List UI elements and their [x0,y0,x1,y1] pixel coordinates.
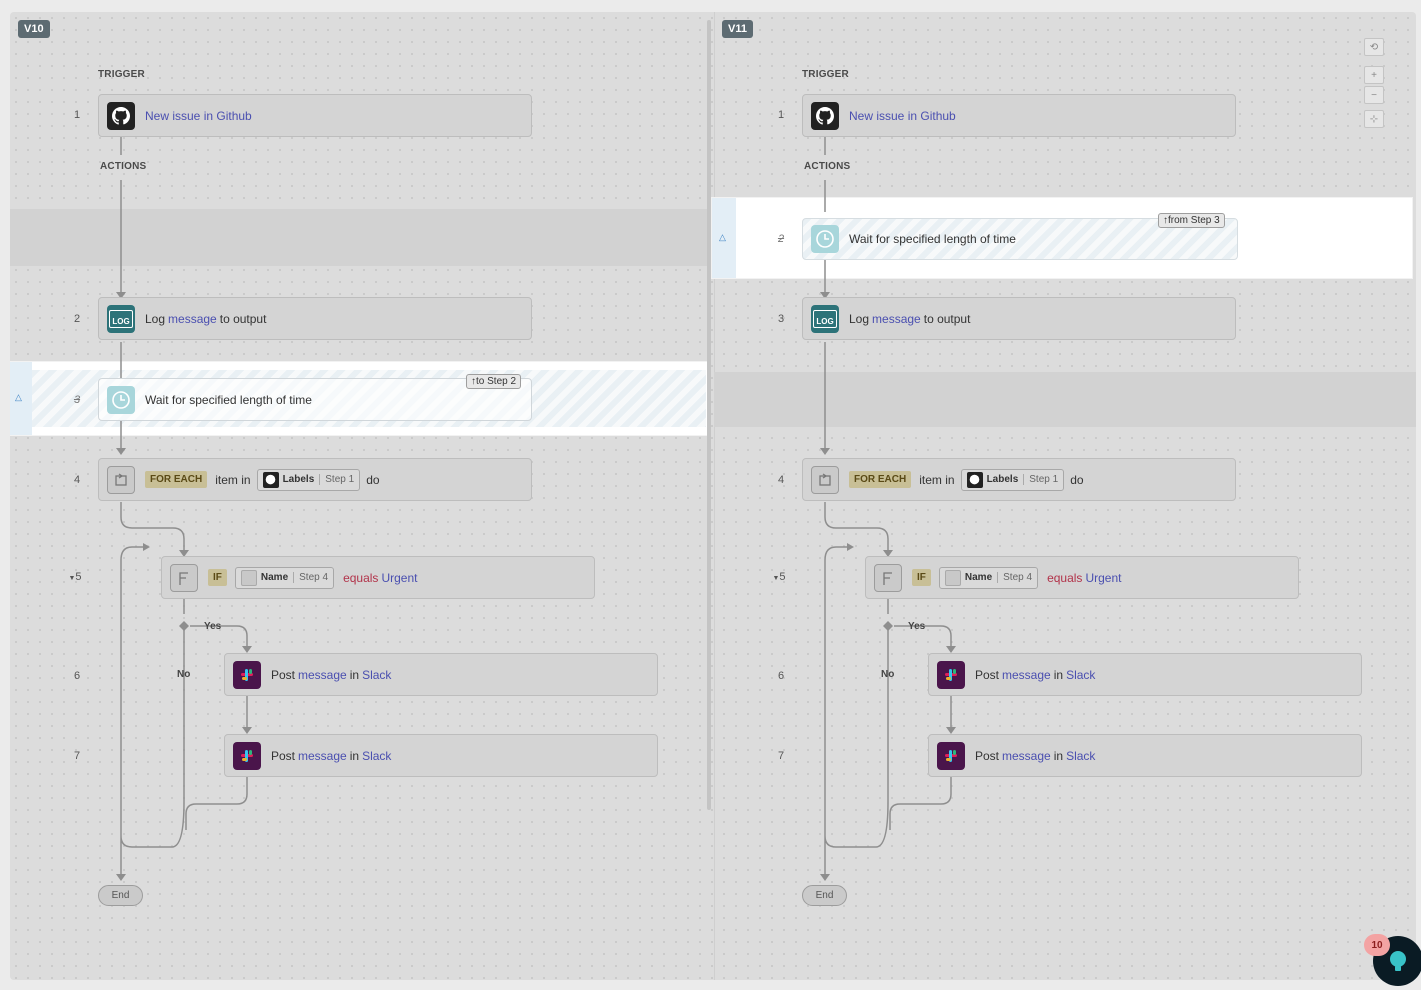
step-card-log[interactable]: LOG Log message to output [802,297,1236,340]
step-number: 3 [777,313,785,325]
actions-label: ACTIONS [100,161,147,172]
moved-to-badge: ↑to Step 2 [466,374,522,389]
arrow-up-icon: ↑ [471,376,476,387]
step-card-slack[interactable]: Post message in Slack [224,734,658,777]
step-number: 4 [777,474,785,486]
loop-icon [811,465,839,494]
row-band [10,209,714,266]
zoom-controls: ⟲ + − ⊹ [1364,38,1384,130]
foreach-tag: FOR EACH [145,471,208,488]
loop-icon [944,569,961,586]
lightbulb-icon [1390,951,1406,971]
branch-no-label: No [881,669,895,680]
log-icon: LOG [107,304,135,333]
step-number: 6 [777,670,785,682]
end-node: End [802,885,847,906]
step-number: 1 [73,109,81,121]
row-band [714,372,1416,427]
step-number-collapsible[interactable]: ▼5 [772,571,786,583]
zoom-in-button[interactable]: + [1364,66,1384,84]
slack-icon [233,660,261,689]
connector-lines [116,137,252,881]
github-icon [966,471,983,488]
step-number: 2 [73,313,81,325]
step-number: 7 [777,750,785,762]
pane-scrollbar[interactable] [707,20,711,810]
step-card-slack[interactable]: Post message in Slack [928,734,1362,777]
trigger-label: TRIGGER [98,69,145,80]
slack-icon [937,660,965,689]
clock-icon [811,224,839,253]
branch-yes-label: Yes [908,621,926,632]
version-badge: V11 [722,20,753,38]
trigger-link[interactable]: New issue in Github [849,108,956,123]
trigger-link[interactable]: New issue in Github [145,108,252,123]
loop-icon [240,569,257,586]
if-tag: IF [208,569,227,586]
if-tag: IF [912,569,931,586]
message-link[interactable]: message [168,311,217,326]
step-number-moved: 3 [73,394,81,406]
log-icon: LOG [811,304,839,333]
message-link[interactable]: message [872,311,921,326]
notification-count-badge[interactable]: 10 [1364,934,1390,956]
caret-down-icon: ▼ [68,575,76,582]
branch-icon [170,563,198,592]
version-pane-right: △ [712,12,1416,980]
step-card-slack[interactable]: Post message in Slack [224,653,658,696]
moved-triangle-icon: △ [15,392,22,402]
arrow-up-icon: ↑ [1163,215,1168,226]
step-number: 4 [73,474,81,486]
actions-label: ACTIONS [804,161,851,172]
pane-divider [714,12,715,980]
fit-view-button[interactable]: ⊹ [1364,110,1384,128]
slack-icon [937,741,965,770]
step-number: 7 [73,750,81,762]
trigger-label: TRIGGER [802,69,849,80]
step-number: 1 [777,109,785,121]
step-card-wait[interactable]: Wait for specified length of time [98,378,532,421]
branch-no-label: No [177,669,191,680]
reset-view-button[interactable]: ⟲ [1364,38,1384,56]
github-icon [107,101,135,130]
loop-icon [107,465,135,494]
branch-icon [874,563,902,592]
moved-triangle-icon: △ [719,232,726,242]
zoom-out-button[interactable]: − [1364,86,1384,104]
caret-down-icon: ▼ [772,575,780,582]
github-icon [262,471,279,488]
github-icon [811,101,839,130]
step-number-moved: 2 [777,233,785,245]
version-badge: V10 [18,20,50,38]
branch-yes-label: Yes [204,621,222,632]
step-card-trigger[interactable]: New issue in Github [98,94,532,137]
step-number: 6 [73,670,81,682]
step-number-collapsible[interactable]: ▼5 [68,571,82,583]
end-node: End [98,885,143,906]
step-card-wait[interactable]: Wait for specified length of time [802,217,1236,260]
version-pane-left: △ [10,12,714,980]
connector-lines [820,137,956,881]
moved-from-badge: ↑from Step 3 [1158,213,1225,228]
clock-icon [107,385,135,414]
step-card-trigger[interactable]: New issue in Github [802,94,1236,137]
step-card-log[interactable]: LOG Log message to output [98,297,532,340]
step-card-slack[interactable]: Post message in Slack [928,653,1362,696]
diff-canvas: △ [10,12,1416,980]
slack-icon [233,741,261,770]
foreach-tag: FOR EACH [849,471,912,488]
